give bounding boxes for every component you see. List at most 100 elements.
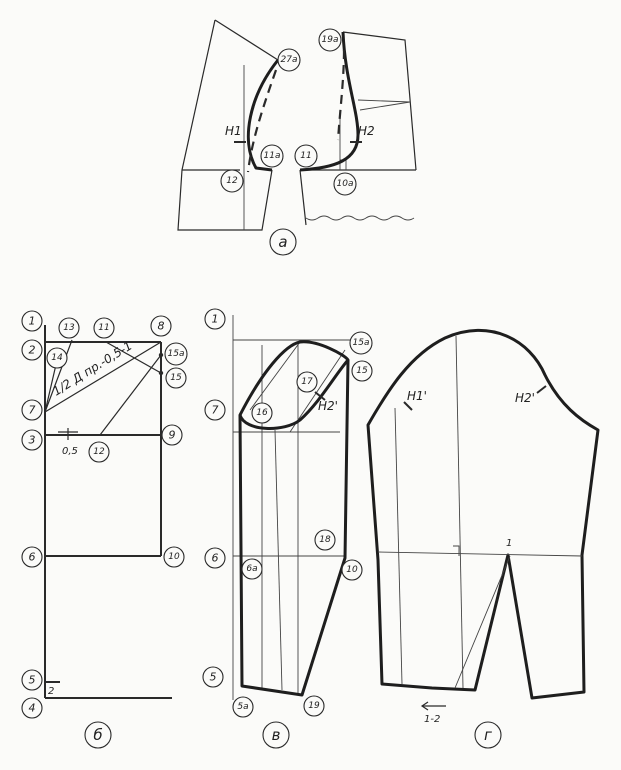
- b-pt-3: 3: [29, 434, 36, 447]
- v-pt-19: 19: [308, 701, 320, 711]
- point-12-label: 12: [226, 176, 238, 186]
- point-12-circle: [220, 169, 244, 193]
- v-pt-7: 7: [212, 404, 219, 417]
- v-pt-17: 17: [301, 377, 313, 387]
- g-notch-h1-label: Н1': [407, 389, 427, 403]
- b-pt-4: 4: [29, 702, 36, 715]
- v-notch-h2: [314, 391, 326, 401]
- g-notch-h2: [536, 385, 547, 394]
- front-shoulder-side: [342, 31, 417, 171]
- v-pt-18: 18: [319, 535, 331, 545]
- caption-a-circle: [269, 228, 297, 256]
- back-piece-outline: [177, 19, 273, 231]
- b-pt-15a: 15а: [168, 349, 185, 359]
- b-pt-1: 1: [29, 315, 36, 328]
- caption-v-circle: [262, 721, 290, 749]
- b-pt-10: 10: [168, 552, 180, 562]
- g-sleeve-outline: [366, 328, 600, 700]
- v-pt-6-circle: [204, 547, 226, 569]
- b-pt-8: 8: [158, 320, 165, 333]
- point-27a-circle: [277, 48, 301, 72]
- v-guide-4: [249, 341, 301, 411]
- front-guide-2: [359, 101, 411, 111]
- v-pt-7-circle: [204, 399, 226, 421]
- v-pt-5-circle: [202, 666, 224, 688]
- v-pt-1: 1: [212, 313, 219, 326]
- v-pt-6: 6: [212, 552, 219, 565]
- point-15-dot: [158, 370, 164, 376]
- back-shoulder-line: [214, 19, 279, 61]
- figure-g-sleeve-pattern: Н1' Н2' 1 1-2 г: [366, 328, 600, 749]
- point-15a-dot: [158, 352, 164, 358]
- point-11-label: 11: [300, 151, 311, 161]
- b-pt-15: 15: [170, 373, 182, 383]
- point-19a-circle: [318, 28, 342, 52]
- point-11-circle: [294, 144, 318, 168]
- b-pt-2: 2: [29, 344, 36, 357]
- back-armhole-original-dashed: [246, 69, 278, 173]
- g-notch-h2-label: Н2': [515, 391, 535, 405]
- b-pt-12-circle: [88, 441, 110, 463]
- b-pt-11-circle: [93, 317, 115, 339]
- point-10a-label: 10а: [337, 179, 354, 189]
- v-pt-15a: 15а: [353, 338, 370, 348]
- b-pt-9: 9: [169, 429, 176, 442]
- figure-v-sleeve-construction: 1 15а 15 7 16 17 6 6а 18 10 5 5а 19 Н2' …: [202, 308, 373, 749]
- v-pt-16: 16: [256, 408, 268, 418]
- v-sleeve-outline: [238, 340, 350, 697]
- v-pt-19-circle: [303, 695, 325, 717]
- dim-05-label: 0,5: [62, 446, 78, 457]
- v-pt-15-circle: [351, 360, 373, 382]
- b-pt-12: 12: [93, 447, 105, 457]
- v-pt-10: 10: [346, 565, 358, 575]
- caption-g-circle: [474, 721, 502, 749]
- b-pt-2-circle: [21, 339, 43, 361]
- caption-b: б: [93, 726, 102, 744]
- b-pt-5-circle: [21, 669, 43, 691]
- v-pt-5: 5: [210, 671, 217, 684]
- v-pt-15: 15: [356, 366, 368, 376]
- v-pt-18-circle: [314, 529, 336, 551]
- v-pt-16-circle: [251, 402, 273, 424]
- notch-h1-label: Н1: [225, 124, 242, 138]
- caption-b-circle: [84, 721, 112, 749]
- g-right-angle-mark: [453, 545, 460, 556]
- point-19a-label: 19а: [322, 35, 339, 45]
- front-guide-1: [357, 99, 411, 103]
- b-pt-4-circle: [21, 697, 43, 719]
- v-guide-5: [289, 349, 346, 433]
- front-break-line: [305, 215, 415, 221]
- sleeve-formula: 1/2 Д пр.-0,5-1: [50, 338, 135, 398]
- v-lower-armhole: [238, 359, 350, 430]
- point-11a-label: 11а: [264, 151, 281, 161]
- b-pt-10-circle: [163, 546, 185, 568]
- b-pt-6-circle: [21, 546, 43, 568]
- b-pt-13: 13: [63, 323, 75, 333]
- v-pt-5a-circle: [232, 696, 254, 718]
- b-pt-3-circle: [21, 429, 43, 451]
- b-pt-11: 11: [98, 323, 109, 333]
- b-pt-1-circle: [21, 310, 43, 332]
- front-center-edge: [299, 169, 307, 226]
- g-elbow-line: [377, 551, 583, 557]
- v-pt-10-circle: [341, 559, 363, 581]
- g-shift-label: 1-2: [424, 714, 440, 725]
- b-pt-14-circle: [46, 347, 68, 369]
- figure-a-armhole: 27а 19а 11а 11 12 10а Н1 Н2 а: [177, 19, 417, 256]
- g-shift-arrow-head: [420, 701, 429, 711]
- caption-g: г: [484, 726, 492, 744]
- back-armhole-curve: [246, 59, 280, 172]
- figure-b-sleeve-grid: 1 13 11 8 2 14 15а 15 7 3 12 9 6 10 5 4 …: [21, 310, 188, 749]
- caption-v: в: [272, 726, 281, 744]
- v-notch-h2-label: Н2': [318, 399, 338, 413]
- b-pt-8-circle: [150, 315, 172, 337]
- b-pt-13-circle: [58, 317, 80, 339]
- b-pt-15a-circle: [164, 342, 188, 366]
- point-11a-circle: [260, 144, 284, 168]
- g-dart-left-inner: [454, 555, 511, 689]
- v-pt-6a-circle: [241, 558, 263, 580]
- b-pt-14: 14: [51, 353, 63, 363]
- g-center-line: [455, 335, 464, 689]
